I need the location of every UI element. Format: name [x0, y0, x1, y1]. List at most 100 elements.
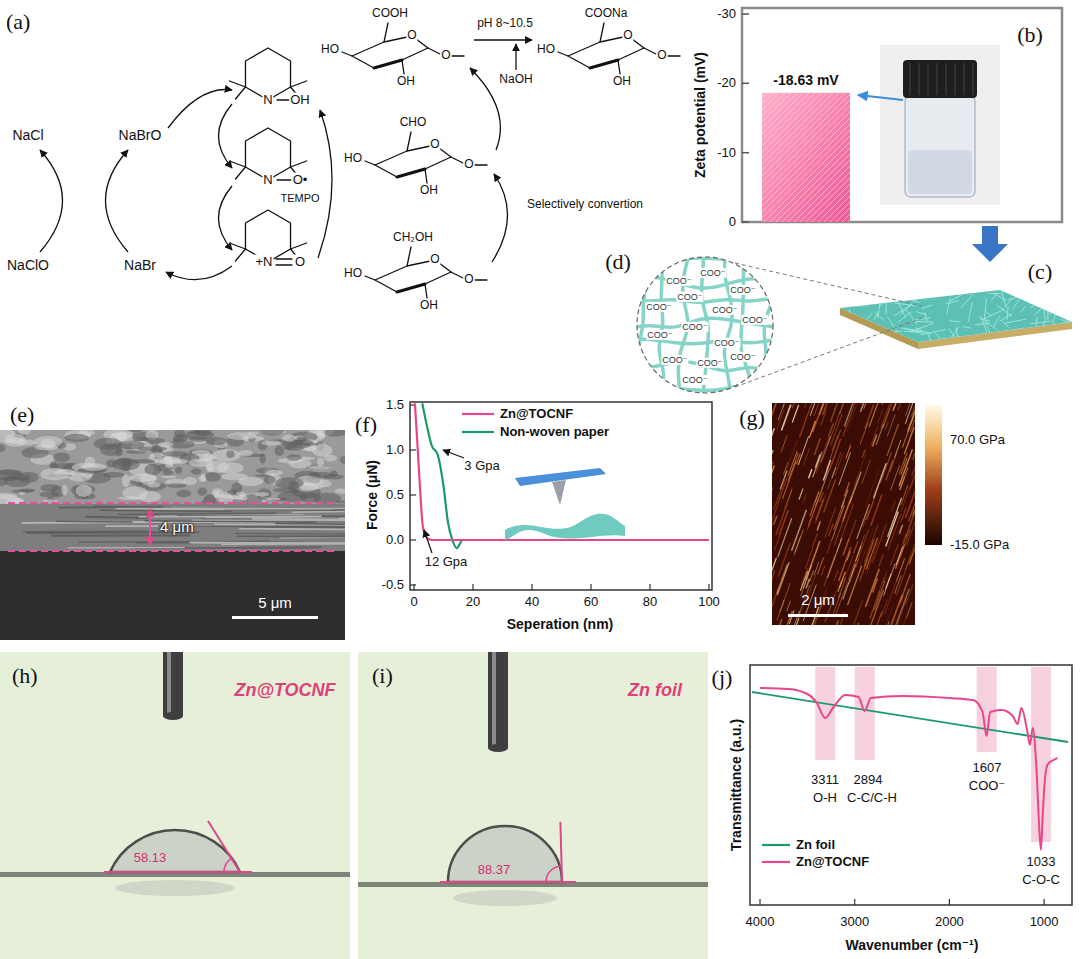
cap-ridge — [910, 63, 911, 95]
cap-ridge — [946, 63, 947, 95]
fibre — [1002, 328, 1022, 332]
fibre — [1053, 322, 1054, 342]
annotation: 12 Gpa — [425, 555, 468, 570]
peak-label: C-C/C-H — [847, 791, 897, 806]
reaction-arrow — [470, 68, 500, 150]
map-streak — [772, 466, 774, 495]
bar-hatch — [762, 93, 850, 222]
axis-tick-mark — [854, 899, 855, 905]
texture-blob — [275, 477, 304, 489]
axis-title: Wavenumber (cm⁻¹) — [846, 937, 979, 953]
sem-image — [0, 425, 452, 640]
peak-label: COO⁻ — [969, 779, 1005, 794]
map-streak — [828, 411, 840, 444]
bond — [365, 276, 375, 280]
map-streak — [803, 448, 809, 466]
fibre — [982, 310, 1001, 319]
map-streak — [881, 404, 890, 429]
panel-letter: (b) — [1017, 22, 1043, 47]
map-streak — [894, 403, 907, 408]
texture-blob — [117, 432, 126, 442]
axis-tick: -10 — [717, 146, 736, 161]
peak-band — [815, 667, 835, 760]
force-curve — [415, 403, 709, 540]
thickness-arrow — [149, 509, 151, 545]
axis-tick-mark — [590, 584, 591, 590]
photo-ground — [0, 652, 350, 959]
fibre — [1052, 331, 1058, 341]
hatch-line — [824, 93, 850, 222]
fibre — [843, 305, 866, 307]
methyl-bond — [235, 87, 245, 99]
needle-tip — [163, 712, 183, 720]
colorbar-label: -15.0 GPa — [950, 538, 1009, 553]
texture-blob — [16, 439, 35, 445]
fibre — [1044, 341, 1052, 352]
axis-title: Force (μN) — [364, 460, 380, 530]
map-streak — [899, 449, 912, 486]
texture-streak — [274, 535, 345, 537]
tangent-line — [560, 822, 562, 882]
map-streak — [911, 403, 915, 417]
texture-blob — [4, 476, 30, 487]
map-streak — [892, 598, 907, 625]
fibre — [1037, 290, 1050, 296]
map-streak — [849, 555, 859, 584]
legend-text: Non-woven paper — [500, 425, 609, 440]
texture-blob — [65, 434, 89, 442]
map-streak — [900, 529, 910, 556]
map-streak — [901, 487, 910, 512]
legend-line — [762, 861, 790, 863]
fibre — [1056, 339, 1067, 355]
map-streak — [828, 452, 841, 489]
map-streak — [774, 479, 785, 509]
axis-title: Transmittance (a.u.) — [728, 719, 744, 851]
fibre — [915, 321, 933, 323]
atom-label: OH — [419, 184, 439, 198]
fibre — [993, 293, 1007, 301]
map-streak — [900, 574, 910, 603]
hatch-line — [794, 93, 850, 222]
map-streak — [887, 414, 895, 436]
texture-blob — [163, 451, 189, 457]
chart-frame — [750, 665, 1072, 905]
cap-ridge — [928, 63, 929, 95]
atom-label: HO — [343, 267, 363, 281]
map-streak — [855, 453, 866, 484]
spectrum-line — [760, 688, 1057, 850]
axis-tick: 20 — [466, 595, 480, 610]
axis-tick: 100 — [698, 595, 720, 610]
fibre — [1025, 331, 1040, 336]
fibre — [949, 294, 963, 302]
fibre — [1034, 302, 1049, 316]
pointer-arrow — [858, 95, 903, 100]
map-streak — [859, 529, 869, 556]
nanofibre — [638, 250, 649, 400]
legend-samples — [462, 414, 790, 862]
map-streak — [839, 452, 851, 485]
legend-line — [462, 413, 494, 415]
charge-label: COO⁻ — [665, 276, 692, 286]
fibre — [1020, 306, 1026, 312]
fibre — [928, 334, 939, 355]
texture-blob — [226, 450, 234, 458]
charge-label: COO⁻ — [711, 305, 738, 315]
legend-line — [462, 431, 494, 433]
hatch-line — [812, 93, 850, 222]
texture-blob — [53, 452, 70, 462]
fibre — [867, 293, 882, 307]
panel-letter: (i) — [372, 663, 393, 688]
map-streak — [772, 571, 775, 589]
bond — [402, 60, 404, 74]
map-streak — [810, 571, 814, 582]
force-curve — [422, 403, 709, 548]
map-streak — [804, 403, 807, 408]
texture-streak — [58, 507, 162, 508]
panel-letter: (a) — [6, 9, 30, 34]
texture-streak — [248, 528, 333, 529]
scale-label: 2 μm — [801, 591, 835, 608]
methyl-bond — [291, 161, 307, 167]
cap-ridge — [964, 63, 965, 95]
